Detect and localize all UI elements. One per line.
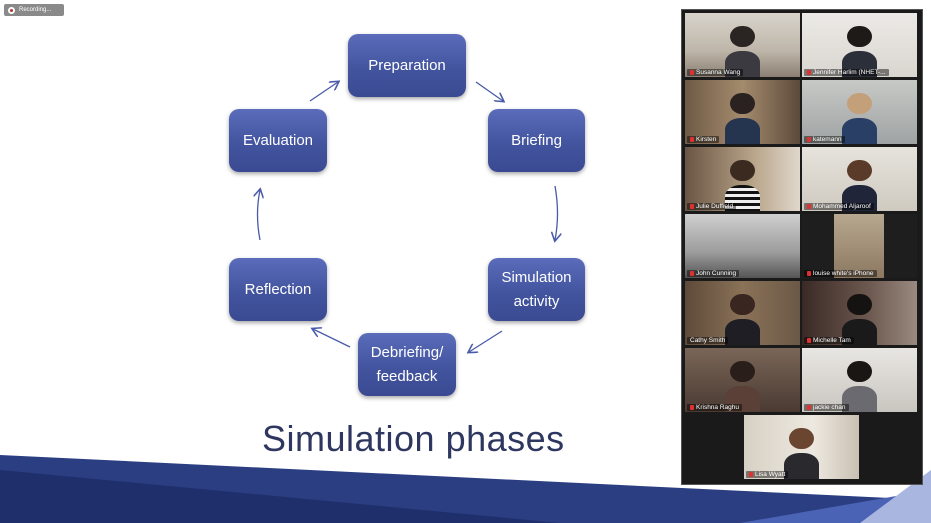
participant-name-label: jackie chan — [804, 404, 849, 411]
phase-label: Simulation activity — [501, 268, 572, 310]
participant-tile[interactable]: louise white's iPhone — [802, 214, 917, 278]
phase-reflection: Reflection — [229, 258, 327, 321]
mic-muted-icon — [807, 204, 811, 209]
mic-muted-icon — [690, 271, 694, 276]
arrow-simulation-debriefing — [469, 330, 503, 352]
cycle-arrows — [0, 0, 680, 523]
phase-debriefing-feedback: Debriefing/ feedback — [358, 333, 456, 396]
arrow-debriefing-reflection — [313, 329, 351, 348]
simulation-phases-diagram: Preparation Briefing Simulation activity… — [0, 0, 680, 523]
participant-tile[interactable]: Jennifer Harlim (NHET-... — [802, 13, 917, 77]
slide-title: Simulation phases — [262, 418, 565, 459]
arrow-preparation-briefing — [475, 81, 503, 101]
mic-muted-icon — [807, 137, 811, 142]
phase-label: Briefing — [511, 131, 562, 149]
phase-evaluation: Evaluation — [229, 109, 327, 172]
mic-muted-icon — [807, 338, 811, 343]
recording-indicator[interactable]: Recording... — [4, 4, 64, 16]
phase-simulation-activity: Simulation activity — [488, 258, 585, 321]
mic-muted-icon — [749, 472, 753, 477]
arrow-reflection-evaluation — [258, 190, 261, 241]
phase-label: Debriefing/ feedback — [370, 343, 444, 385]
mic-muted-icon — [690, 405, 694, 410]
participant-name-label: Jennifer Harlim (NHET-... — [804, 69, 889, 76]
phase-briefing: Briefing — [488, 109, 585, 172]
mic-muted-icon — [690, 137, 694, 142]
participant-tile[interactable]: katemann — [802, 80, 917, 144]
participant-name-label: Lisa Wyatt — [746, 471, 789, 478]
participant-name-label: Mohammed Aljaroof — [804, 203, 874, 210]
participant-name-label: Susanna Wang — [687, 69, 744, 76]
participant-name-label: katemann — [804, 136, 845, 143]
participant-name-label: Krishna Raghu — [687, 404, 742, 411]
record-icon — [8, 6, 15, 14]
mic-muted-icon — [807, 70, 811, 75]
participant-tile[interactable]: Susanna Wang — [685, 13, 800, 77]
phase-label: Preparation — [368, 56, 446, 74]
participant-tile[interactable]: Mohammed Aljaroof — [802, 147, 917, 211]
participant-name-label: John Cunning — [687, 270, 740, 277]
phase-label: Reflection — [244, 280, 312, 298]
mic-muted-icon — [807, 405, 811, 410]
phase-label: Evaluation — [242, 131, 314, 149]
participant-name-label: louise white's iPhone — [804, 270, 877, 277]
mic-muted-icon — [690, 204, 694, 209]
arrow-briefing-simulation — [555, 185, 558, 240]
participant-tile[interactable]: Lisa Wyatt — [744, 415, 859, 479]
participant-name-label: Julie Duffield — [687, 203, 737, 210]
participant-name-label: Michelle Tam — [804, 337, 854, 344]
mic-muted-icon — [690, 70, 694, 75]
participant-tile[interactable]: Kirsten — [685, 80, 800, 144]
participant-tile[interactable]: John Cunning — [685, 214, 800, 278]
participant-tile[interactable]: Michelle Tam — [802, 281, 917, 345]
recording-label: Recording... — [19, 7, 52, 13]
participant-name-label: Kirsten — [687, 136, 720, 143]
participant-tile[interactable]: jackie chan — [802, 348, 917, 412]
participant-name-label: Cathy Smith — [687, 337, 729, 344]
video-gallery: Susanna Wang Jennifer Harlim (NHET-... K… — [681, 9, 923, 485]
phase-preparation: Preparation — [348, 34, 466, 97]
participant-tile[interactable]: Krishna Raghu — [685, 348, 800, 412]
participant-tile[interactable]: Julie Duffield — [685, 147, 800, 211]
participant-tile-active-speaker[interactable]: Cathy Smith — [685, 281, 800, 345]
arrow-evaluation-preparation — [309, 82, 338, 102]
mic-muted-icon — [807, 271, 811, 276]
